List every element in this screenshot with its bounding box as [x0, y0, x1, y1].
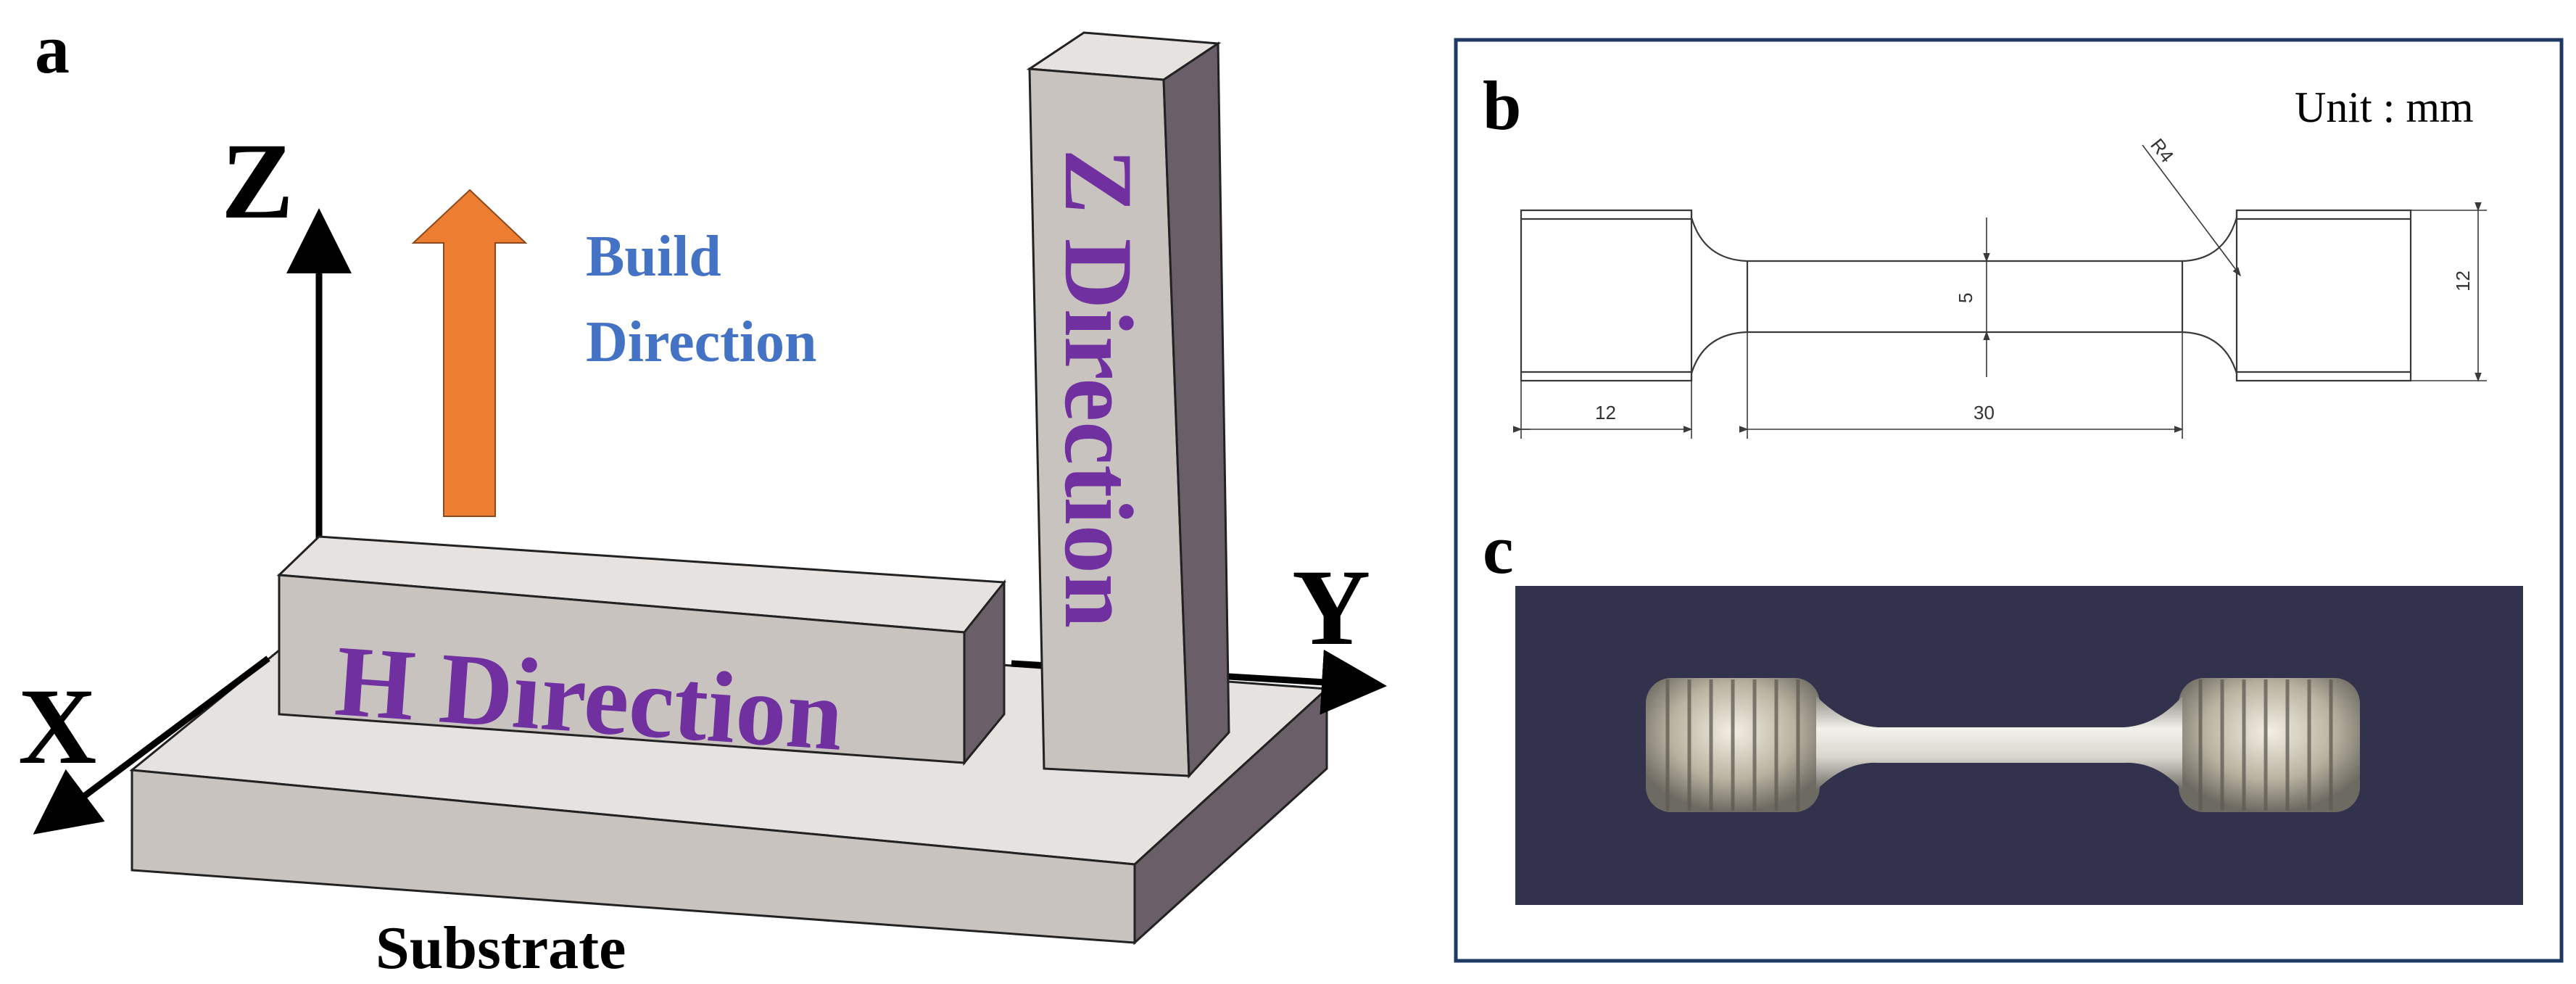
- axis-label-z: Z: [221, 121, 294, 241]
- panel-c: c: [1483, 510, 2523, 905]
- dim-gauge-width: 5: [1955, 293, 1976, 303]
- axis-label-x: X: [18, 666, 96, 787]
- z-direction-label: Z Direction: [1044, 149, 1152, 628]
- build-direction-line2: Direction: [586, 310, 816, 374]
- panel-a: a Z Y X Build Direction H Direction: [18, 10, 1387, 982]
- unit-label: Unit : mm: [2295, 83, 2474, 131]
- z-direction-block: Z Direction: [1026, 31, 1230, 779]
- substrate-label: Substrate: [376, 914, 626, 982]
- panel-label-a: a: [35, 10, 70, 88]
- specimen-photo: [1515, 586, 2523, 905]
- right-panel-frame: [1454, 38, 2564, 963]
- dim-grip-length: 12: [1595, 402, 1616, 423]
- panel-label-b: b: [1483, 67, 1521, 144]
- h-direction-block: H Direction: [276, 535, 1006, 772]
- build-direction-line1: Build: [586, 225, 721, 289]
- dim-grip-width: 12: [2452, 270, 2474, 292]
- axes: Z Y X: [18, 121, 1387, 835]
- specimen-gauge-shaft: [1816, 696, 2182, 790]
- x-axis-arrow: [33, 656, 270, 835]
- build-direction-arrow: [411, 189, 528, 517]
- dimension-lines: [1512, 144, 2487, 439]
- axis-label-y: Y: [1292, 547, 1370, 668]
- dim-radius: R4: [2146, 134, 2178, 167]
- dim-gauge-length: 30: [1974, 402, 1995, 423]
- panel-b: b Unit : mm: [1483, 67, 2487, 439]
- panel-label-c: c: [1483, 510, 1514, 588]
